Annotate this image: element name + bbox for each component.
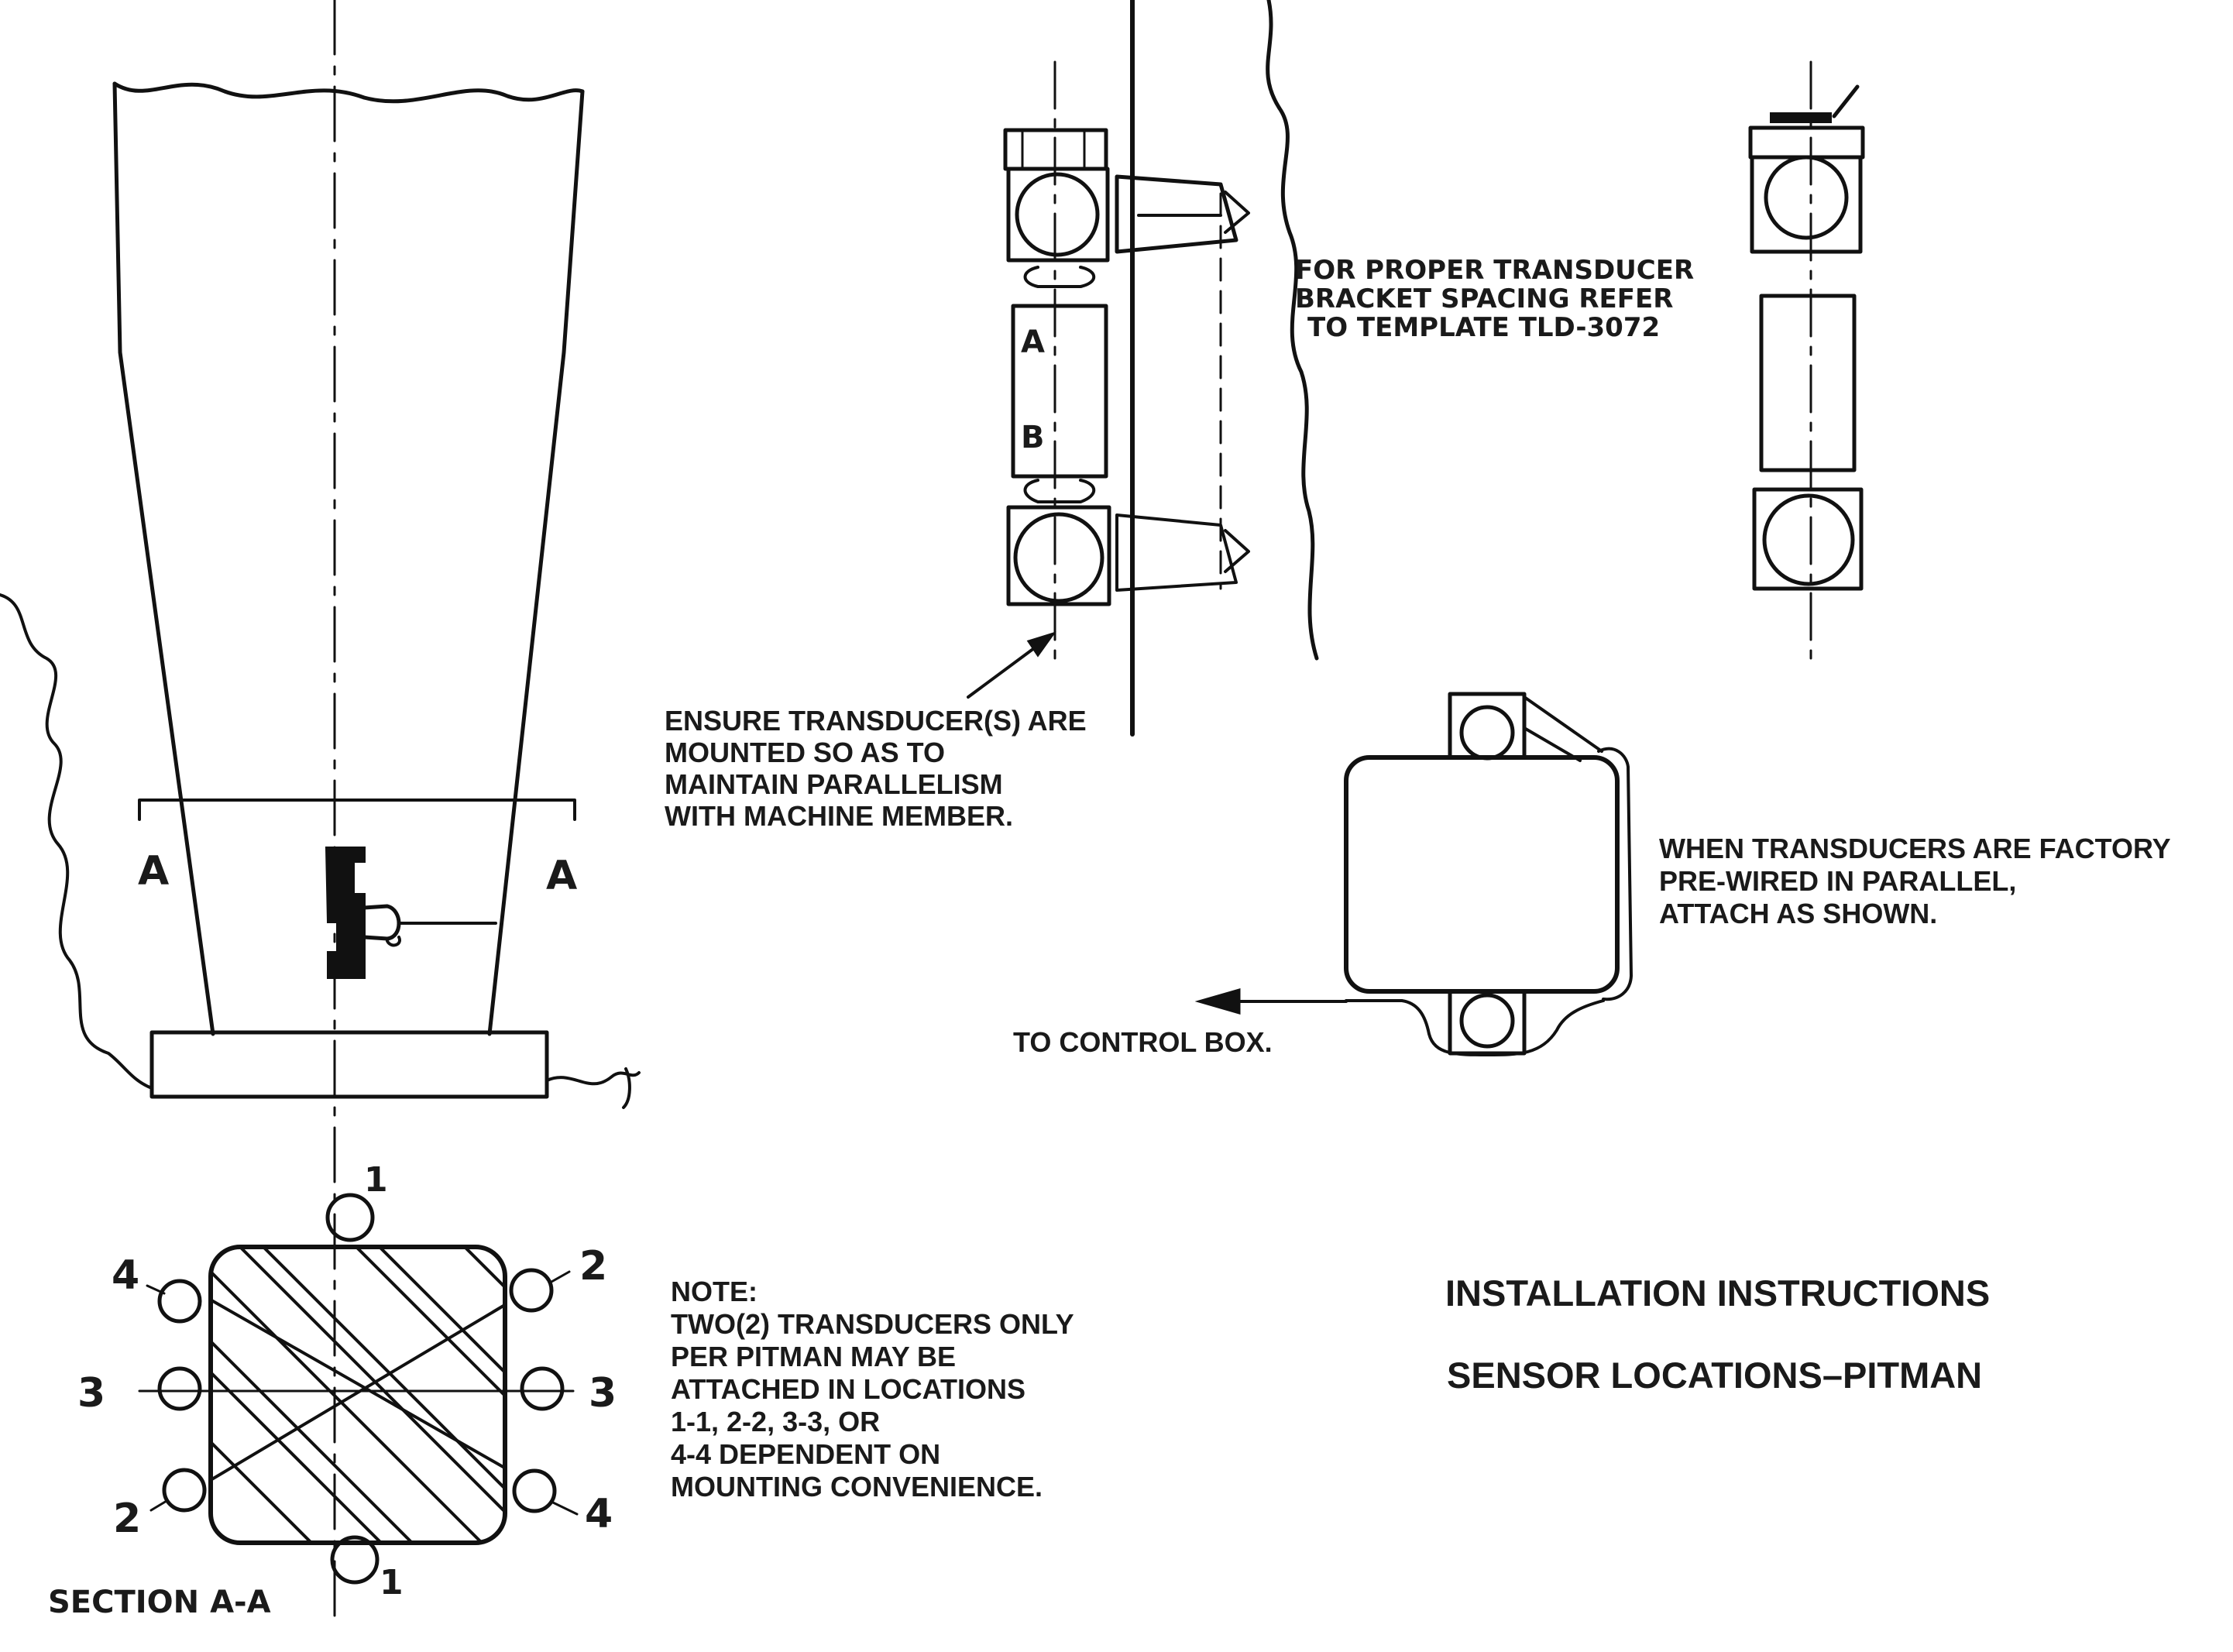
locations-note: NOTE: TWO(2) TRANSDUCERS ONLY PER PITMAN… [671, 1276, 1074, 1503]
loc-2-right: 2 [579, 1243, 607, 1290]
svg-text:4-4 DEPENDENT ON: 4-4 DEPENDENT ON [671, 1438, 940, 1470]
loc-1-top: 1 [364, 1160, 388, 1200]
loc-4-left: 4 [112, 1252, 139, 1299]
section-title: SECTION A-A [48, 1585, 271, 1620]
section-a-a: 1 1 4 2 3 3 2 4 SECTION A-A [48, 1160, 617, 1620]
loc-4-right: 4 [585, 1491, 613, 1537]
svg-text:ENSURE TRANSDUCER(S) ARE: ENSURE TRANSDUCER(S) ARE [665, 705, 1087, 737]
svg-text:PER PITMAN MAY BE: PER PITMAN MAY BE [671, 1341, 956, 1372]
svg-text:MAINTAIN PARALLELISM: MAINTAIN PARALLELISM [665, 768, 1003, 800]
section-marker-left: A [138, 848, 169, 895]
svg-text:BRACKET SPACING REFER: BRACKET SPACING REFER [1295, 283, 1673, 314]
svg-text:WITH MACHINE MEMBER.: WITH MACHINE MEMBER. [665, 800, 1013, 832]
svg-text:TWO(2) TRANSDUCERS ONLY: TWO(2) TRANSDUCERS ONLY [671, 1308, 1074, 1340]
parallelism-note: ENSURE TRANSDUCER(S) ARE MOUNTED SO AS T… [665, 705, 1087, 832]
title-line-2: SENSOR LOCATIONS–PITMAN [1447, 1355, 1982, 1396]
transducer-side-view: A B [967, 0, 1319, 737]
svg-text:ATTACH AS SHOWN.: ATTACH AS SHOWN. [1659, 898, 1937, 929]
transducer-front-view [1748, 60, 1865, 668]
section-marker-right: A [546, 853, 577, 899]
svg-text:ATTACHED IN LOCATIONS: ATTACHED IN LOCATIONS [671, 1373, 1025, 1405]
template-note: FOR PROPER TRANSDUCER BRACKET SPACING RE… [1295, 255, 1694, 343]
prewired-transducer-pair [1194, 692, 1633, 1056]
title-block: INSTALLATION INSTRUCTIONS SENSOR LOCATIO… [1445, 1272, 1990, 1396]
svg-text:NOTE:: NOTE: [671, 1276, 758, 1307]
transducer-mounted-icon [325, 847, 366, 979]
svg-text:TO TEMPLATE TLD-3072: TO TEMPLATE TLD-3072 [1307, 312, 1660, 343]
loc-1-bottom: 1 [380, 1563, 404, 1602]
svg-text:FOR PROPER TRANSDUCER: FOR PROPER TRANSDUCER [1295, 255, 1694, 286]
title-line-1: INSTALLATION INSTRUCTIONS [1445, 1272, 1990, 1314]
loc-3-left: 3 [77, 1370, 105, 1417]
svg-text:PRE-WIRED IN PARALLEL,: PRE-WIRED IN PARALLEL, [1659, 865, 2016, 897]
loc-3-right: 3 [589, 1370, 617, 1417]
loc-2-left: 2 [113, 1496, 141, 1542]
prewired-note: WHEN TRANSDUCERS ARE FACTORY PRE-WIRED I… [1659, 833, 2171, 929]
control-box-label: TO CONTROL BOX. [1013, 1026, 1273, 1058]
svg-text:1-1, 2-2, 3-3, OR: 1-1, 2-2, 3-3, OR [671, 1406, 880, 1437]
part-a-label: A [1021, 325, 1045, 360]
pitman-elevation: A A [0, 0, 641, 1628]
svg-text:MOUNTING CONVENIENCE.: MOUNTING CONVENIENCE. [671, 1471, 1043, 1503]
part-b-label: B [1021, 420, 1045, 455]
svg-text:WHEN TRANSDUCERS ARE FACTORY: WHEN TRANSDUCERS ARE FACTORY [1659, 833, 2171, 864]
svg-text:MOUNTED SO AS TO: MOUNTED SO AS TO [665, 737, 945, 768]
